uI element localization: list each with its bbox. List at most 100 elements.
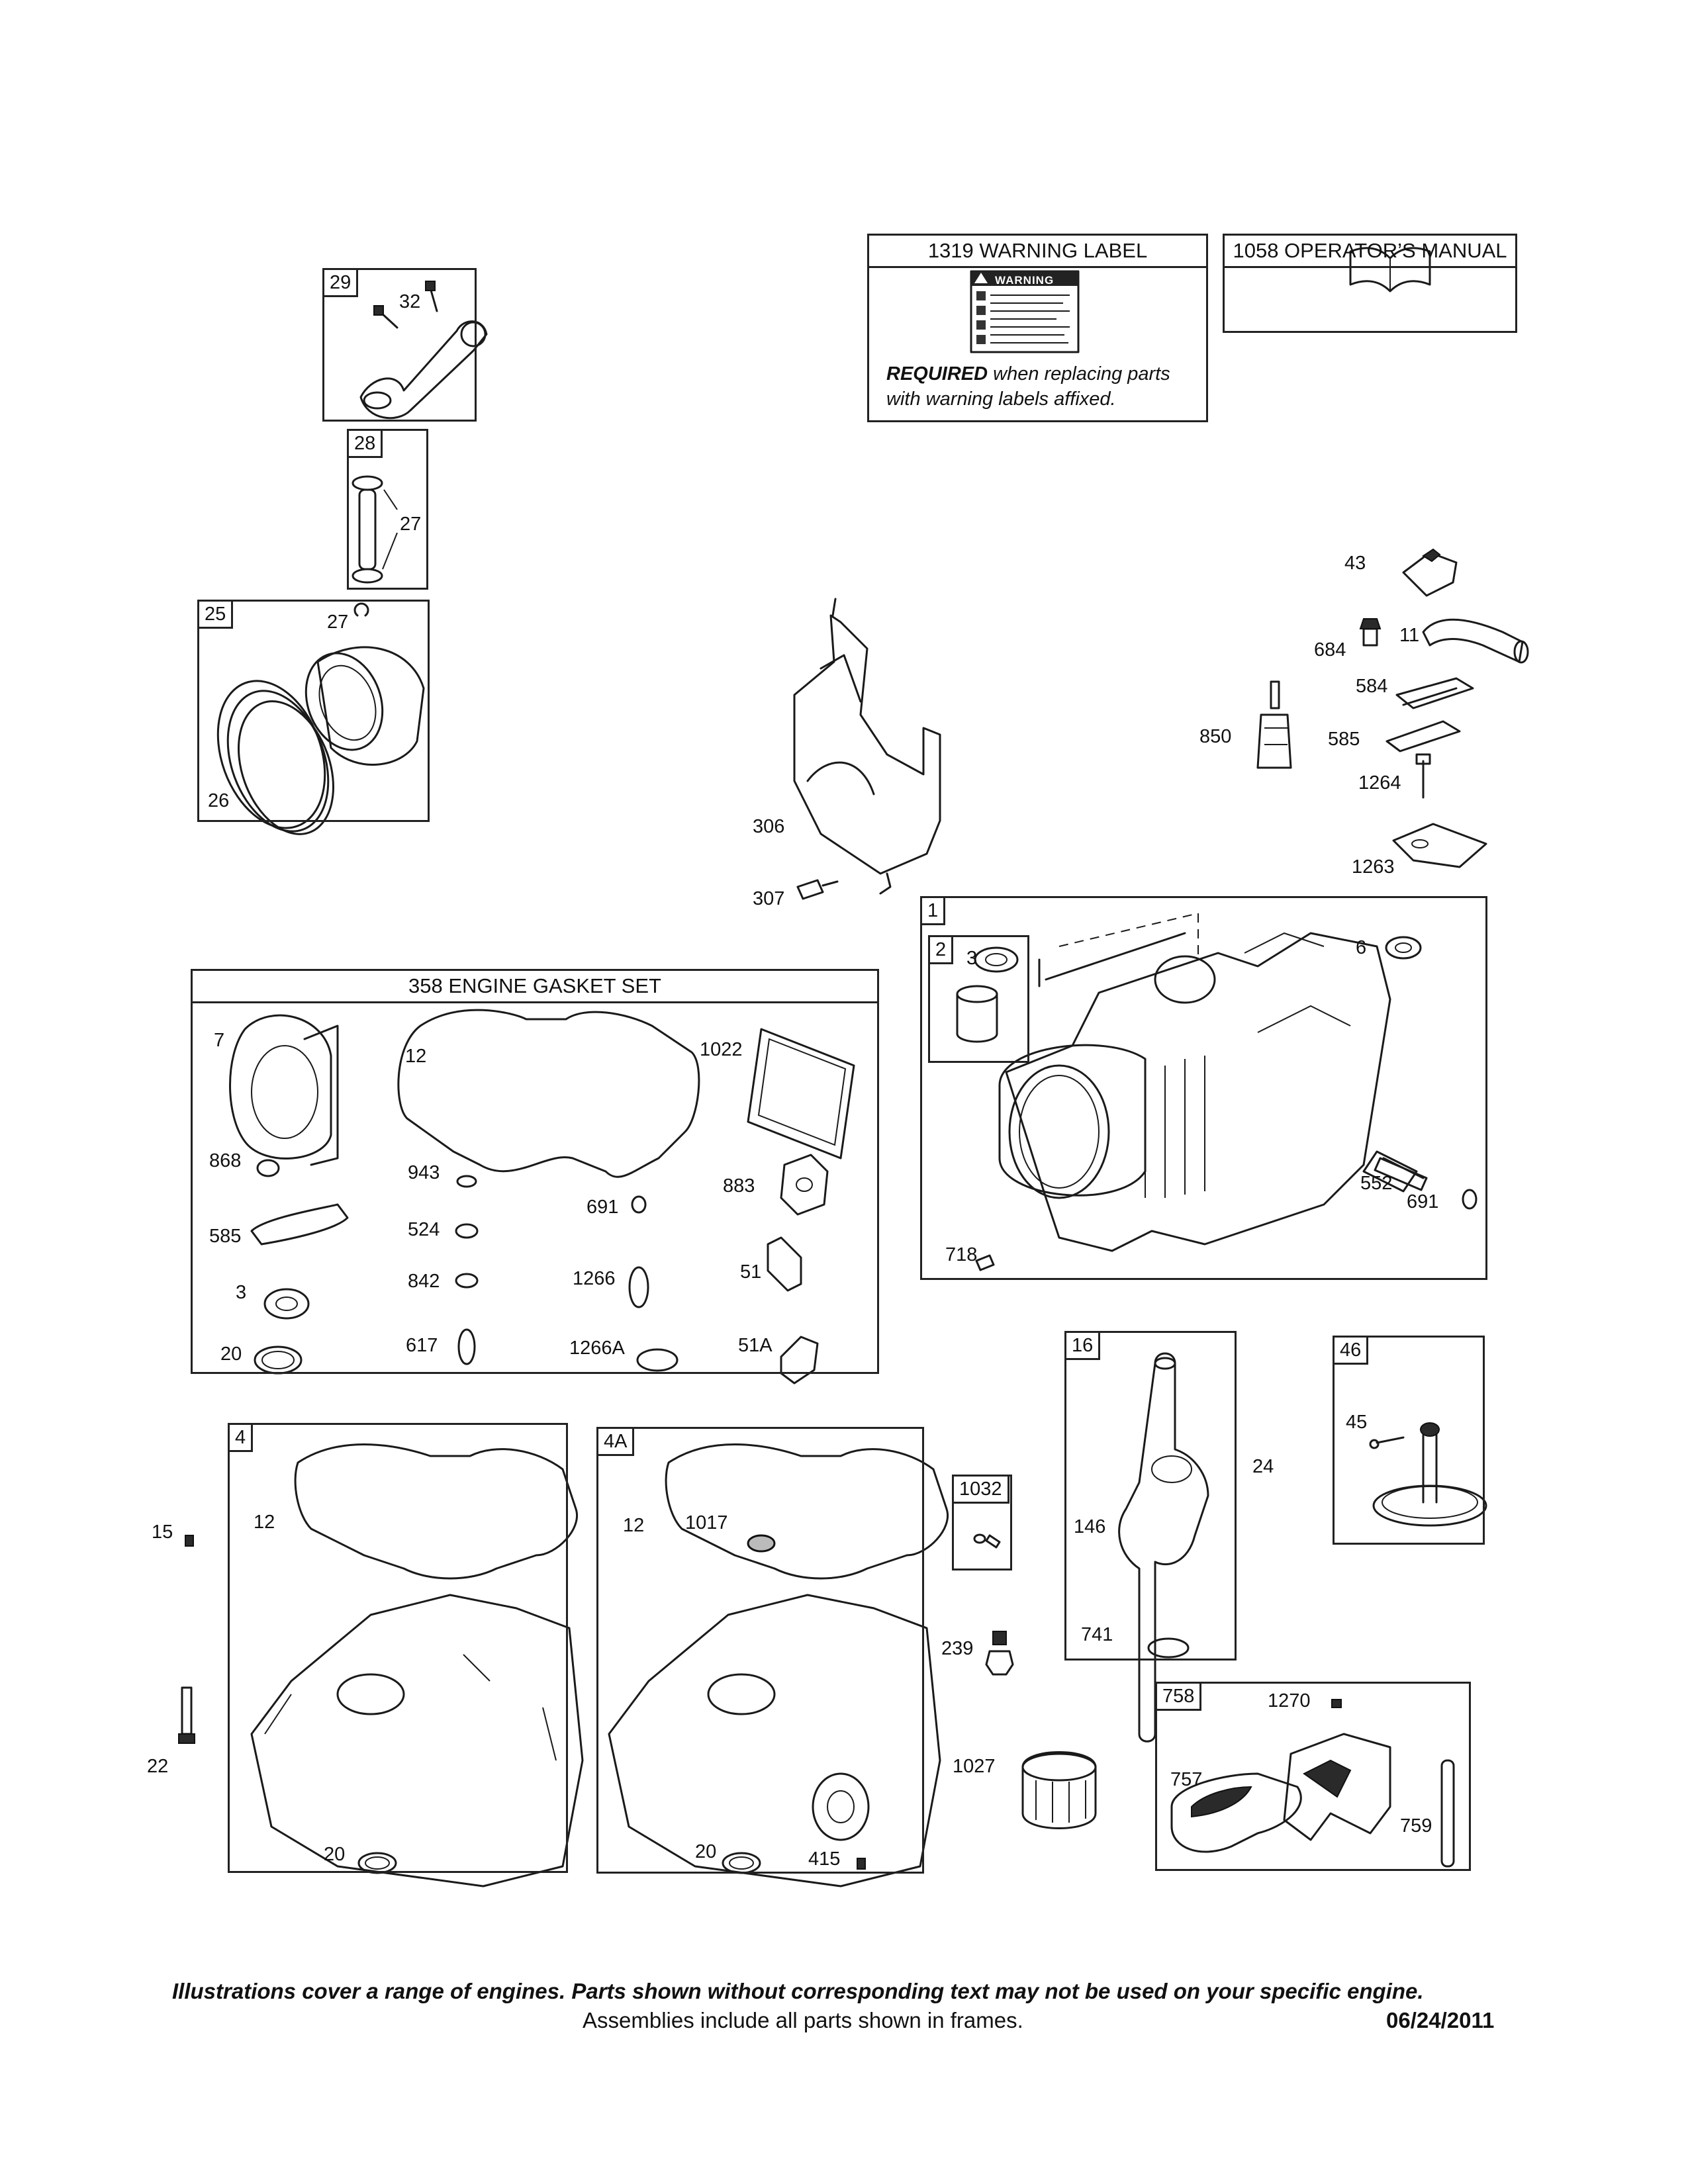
part-27-label: 27 [327, 612, 349, 633]
frame-25: 25 [197, 600, 430, 822]
warning-label-box: 1319 WARNING LABEL WARNING REQUIRED when… [867, 234, 1208, 422]
frame-tag-758: 758 [1157, 1684, 1202, 1711]
frame-tag-16: 16 [1066, 1333, 1101, 1360]
frame-tag-4a: 4A [598, 1429, 635, 1456]
part-585-label: 585 [1328, 729, 1360, 750]
gasket-20-label: 20 [220, 1343, 242, 1365]
part-306-label: 306 [753, 816, 785, 837]
warning-label-note: REQUIRED when replacing parts with warni… [886, 361, 1170, 412]
part-1263-label: 1263 [1352, 856, 1395, 878]
part-43-label: 43 [1344, 553, 1366, 574]
part-1270-label: 1270 [1268, 1690, 1311, 1711]
part-22-label: 22 [147, 1756, 169, 1777]
gasket-set-header: 358 ENGINE GASKET SET [193, 971, 877, 1003]
operators-manual-header: 1058 OPERATOR’S MANUAL [1225, 236, 1515, 268]
frame-29: 29 [322, 268, 477, 422]
piston-drawing [216, 602, 425, 835]
frame-tag-46: 46 [1335, 1338, 1369, 1365]
frame-tag-1032: 1032 [954, 1477, 1009, 1504]
footer-disclaimer: Illustrations cover a range of engines. … [172, 1979, 1424, 2003]
gasket-set-box: 358 ENGINE GASKET SET [191, 969, 879, 1374]
part-239-label: 239 [941, 1638, 974, 1659]
part-552-label: 552 [1360, 1173, 1393, 1194]
warning-label-title: WARNING [995, 274, 1055, 287]
gasket-842-label: 842 [408, 1271, 440, 1292]
part-32-label: 32 [399, 291, 421, 312]
part-12-label: 12 [623, 1515, 645, 1536]
crankshaft-drawing [1118, 1352, 1209, 1743]
frame-16: 16 [1064, 1331, 1237, 1661]
part-1027-label: 1027 [953, 1756, 996, 1777]
part-15-label: 15 [152, 1522, 173, 1543]
part-11-label: 11 [1399, 625, 1420, 646]
shroud-drawing [793, 598, 941, 900]
frame-758: 758 [1155, 1682, 1471, 1871]
gasket-868-label: 868 [209, 1150, 242, 1171]
warning-label-graphic [970, 270, 1080, 353]
misc-parts-drawing [973, 1533, 1097, 1829]
breather-parts-drawing [1256, 548, 1529, 868]
required-text-line2: with warning labels affixed. [886, 388, 1116, 410]
frame-tag-4: 4 [230, 1425, 254, 1452]
part-741-label: 741 [1081, 1624, 1113, 1645]
bushing-drawing [956, 946, 1019, 1043]
required-text: REQUIRED [886, 363, 988, 385]
gasket-691-label: 691 [586, 1197, 619, 1218]
frame-1: 1 [920, 896, 1487, 1280]
part-20-label: 20 [324, 1844, 346, 1865]
sump-drawing [178, 1443, 584, 1888]
frame-tag-25: 25 [199, 602, 234, 629]
footer-assemblies-note: Assemblies include all parts shown in fr… [583, 2008, 1023, 2032]
part-45-label: 45 [1346, 1412, 1368, 1433]
frame-2: 2 [928, 935, 1029, 1063]
warning-label-header: 1319 WARNING LABEL [869, 236, 1206, 268]
part-584-label: 584 [1356, 676, 1388, 697]
part-759-label: 759 [1400, 1815, 1432, 1837]
gasket-51-label: 51 [740, 1261, 762, 1283]
frame-tag-29: 29 [324, 270, 359, 297]
gasket-1022-label: 1022 [700, 1039, 743, 1060]
part-1264-label: 1264 [1358, 772, 1401, 794]
gasket-3-label: 3 [236, 1282, 247, 1303]
frame-28: 28 [347, 429, 428, 590]
required-text-rest: when replacing parts [988, 363, 1170, 385]
part-691-label: 691 [1407, 1191, 1439, 1212]
part-20-label: 20 [695, 1841, 717, 1862]
frame-46: 46 [1333, 1336, 1485, 1545]
gasket-7-label: 7 [214, 1030, 225, 1051]
gasket-883-label: 883 [723, 1175, 755, 1197]
footer-date: 06/24/2011 [1386, 2008, 1495, 2032]
operators-manual-box: 1058 OPERATOR’S MANUAL [1223, 234, 1517, 333]
frame-tag-1: 1 [922, 898, 946, 925]
gasket-set-drawing [229, 1009, 855, 1385]
part-757-label: 757 [1170, 1769, 1203, 1790]
part-24-label: 24 [1252, 1456, 1274, 1477]
gasket-1266-label: 1266 [573, 1268, 616, 1289]
gasket-51a-label: 51A [738, 1335, 773, 1356]
sump-4a-drawing [608, 1443, 949, 1888]
part-718-label: 718 [945, 1244, 978, 1265]
part-415-label: 415 [808, 1848, 841, 1870]
part-26-label: 26 [208, 790, 230, 811]
governor-drawing [1170, 1699, 1455, 1868]
gasket-524-label: 524 [408, 1219, 440, 1240]
book-icon [1349, 247, 1431, 293]
frame-4a: 4A [596, 1427, 924, 1874]
part-6-label: 6 [1356, 937, 1367, 958]
frame-1032: 1032 [952, 1475, 1012, 1570]
part-3-label: 3 [966, 948, 978, 969]
gasket-617-label: 617 [406, 1335, 438, 1356]
frame-tag-2: 2 [930, 937, 954, 964]
cam-gear-drawing [1369, 1422, 1487, 1527]
part-684-label: 684 [1314, 639, 1346, 660]
frame-tag-28: 28 [349, 431, 383, 458]
part-850-label: 850 [1199, 726, 1232, 747]
part-12-label: 12 [254, 1512, 275, 1533]
gasket-943-label: 943 [408, 1162, 440, 1183]
frame-4: 4 [228, 1423, 568, 1873]
part-27-label: 27 [400, 514, 422, 535]
gasket-585-label: 585 [209, 1226, 242, 1247]
part-146-label: 146 [1074, 1516, 1106, 1537]
